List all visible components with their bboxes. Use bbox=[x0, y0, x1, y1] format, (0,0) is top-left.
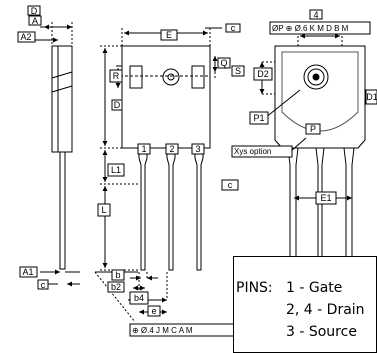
front-tab-left bbox=[129, 65, 143, 89]
svg-text:e: e bbox=[151, 306, 156, 316]
front-lead-3 bbox=[194, 148, 204, 271]
dimension-labels: D A A2 E c Q S R D D2 D1 P1 P 1 2 3 4 L1… bbox=[17, 5, 377, 337]
callout-bottom-center: ⊕ Ø.4 J M C A M bbox=[129, 323, 239, 337]
callout-xys-option: Xys option bbox=[231, 145, 293, 158]
svg-text:S: S bbox=[235, 66, 241, 76]
pins-header: PINS: bbox=[236, 280, 273, 296]
svg-text:L1: L1 bbox=[111, 165, 121, 175]
pin-1-desc: 1 - Gate bbox=[286, 280, 343, 296]
svg-text:c: c bbox=[231, 23, 236, 33]
svg-text:E1: E1 bbox=[320, 193, 331, 203]
front-body bbox=[121, 45, 211, 149]
svg-text:E: E bbox=[166, 30, 172, 40]
svg-text:b2: b2 bbox=[111, 282, 121, 292]
back-lead-1 bbox=[287, 147, 299, 263]
label-E1: E1 bbox=[315, 191, 337, 205]
pins-legend: PINS: 1 - Gate 2, 4 - Drain 3 - Source bbox=[233, 256, 377, 353]
label-D-left: D bbox=[111, 99, 123, 111]
svg-text:A2: A2 bbox=[20, 32, 31, 42]
label-R: R bbox=[109, 69, 123, 83]
label-c-top: c bbox=[225, 23, 241, 33]
side-lead bbox=[59, 151, 66, 270]
pin-3-desc: 3 - Source bbox=[286, 324, 357, 340]
back-hole bbox=[303, 64, 329, 90]
svg-text:b: b bbox=[115, 270, 120, 280]
back-lead-2 bbox=[315, 147, 325, 263]
svg-text:A1: A1 bbox=[22, 267, 33, 277]
front-view bbox=[94, 27, 343, 323]
back-body bbox=[274, 45, 366, 149]
side-view bbox=[18, 22, 80, 287]
label-L1: L1 bbox=[107, 163, 125, 177]
front-tab-right bbox=[191, 65, 205, 89]
svg-text:ØP ⊕ Ø.6 K M D B M: ØP ⊕ Ø.6 K M D B M bbox=[272, 24, 349, 33]
label-L: L bbox=[97, 203, 111, 217]
svg-text:c: c bbox=[228, 180, 233, 190]
svg-text:Q: Q bbox=[220, 58, 227, 68]
svg-text:P1: P1 bbox=[253, 113, 264, 123]
svg-text:A: A bbox=[32, 16, 38, 26]
pin-2-4-desc: 2, 4 - Drain bbox=[286, 302, 365, 318]
label-A2: A2 bbox=[17, 31, 36, 43]
svg-text:D1: D1 bbox=[366, 92, 377, 102]
label-b2: b2 bbox=[107, 281, 125, 293]
label-E: E bbox=[160, 29, 178, 41]
svg-text:D2: D2 bbox=[257, 69, 269, 79]
label-S: S bbox=[231, 65, 245, 77]
svg-text:3: 3 bbox=[195, 144, 200, 154]
callout-top-right: ØP ⊕ Ø.6 K M D B M bbox=[269, 21, 371, 35]
label-P: P bbox=[305, 123, 321, 135]
label-A1: A1 bbox=[19, 266, 38, 278]
label-b4: b4 bbox=[129, 291, 149, 305]
label-D-top: D bbox=[27, 5, 41, 16]
svg-text:2: 2 bbox=[169, 144, 174, 154]
svg-text:4: 4 bbox=[313, 10, 318, 20]
label-P1: P1 bbox=[249, 111, 269, 125]
label-A: A bbox=[28, 15, 42, 26]
label-pin-4: 4 bbox=[309, 9, 323, 20]
svg-text:D: D bbox=[31, 6, 38, 16]
svg-text:Xys option: Xys option bbox=[234, 147, 271, 156]
label-pin-3: 3 bbox=[191, 143, 205, 155]
front-lead-1 bbox=[138, 148, 148, 271]
svg-text:D: D bbox=[114, 100, 121, 110]
label-Q: Q bbox=[217, 57, 231, 69]
back-lead-3 bbox=[343, 147, 355, 263]
label-pin-1: 1 bbox=[137, 143, 151, 155]
svg-text:⊕ Ø.4 J M C A M: ⊕ Ø.4 J M C A M bbox=[132, 326, 193, 335]
label-e: e bbox=[147, 305, 161, 317]
label-b: b bbox=[111, 269, 125, 281]
label-c-mid: c bbox=[221, 179, 239, 191]
svg-text:P: P bbox=[310, 124, 316, 134]
svg-text:L: L bbox=[101, 205, 106, 215]
svg-text:c: c bbox=[41, 280, 46, 290]
label-D1: D1 bbox=[365, 89, 377, 105]
label-c-bottom: c bbox=[37, 279, 49, 290]
side-body bbox=[51, 45, 73, 153]
front-lead-2 bbox=[166, 148, 176, 271]
svg-text:R: R bbox=[113, 71, 120, 81]
svg-text:b4: b4 bbox=[134, 293, 144, 303]
front-hole bbox=[162, 68, 180, 86]
label-pin-2: 2 bbox=[165, 143, 179, 155]
label-D2: D2 bbox=[253, 67, 273, 81]
svg-text:1: 1 bbox=[141, 144, 146, 154]
